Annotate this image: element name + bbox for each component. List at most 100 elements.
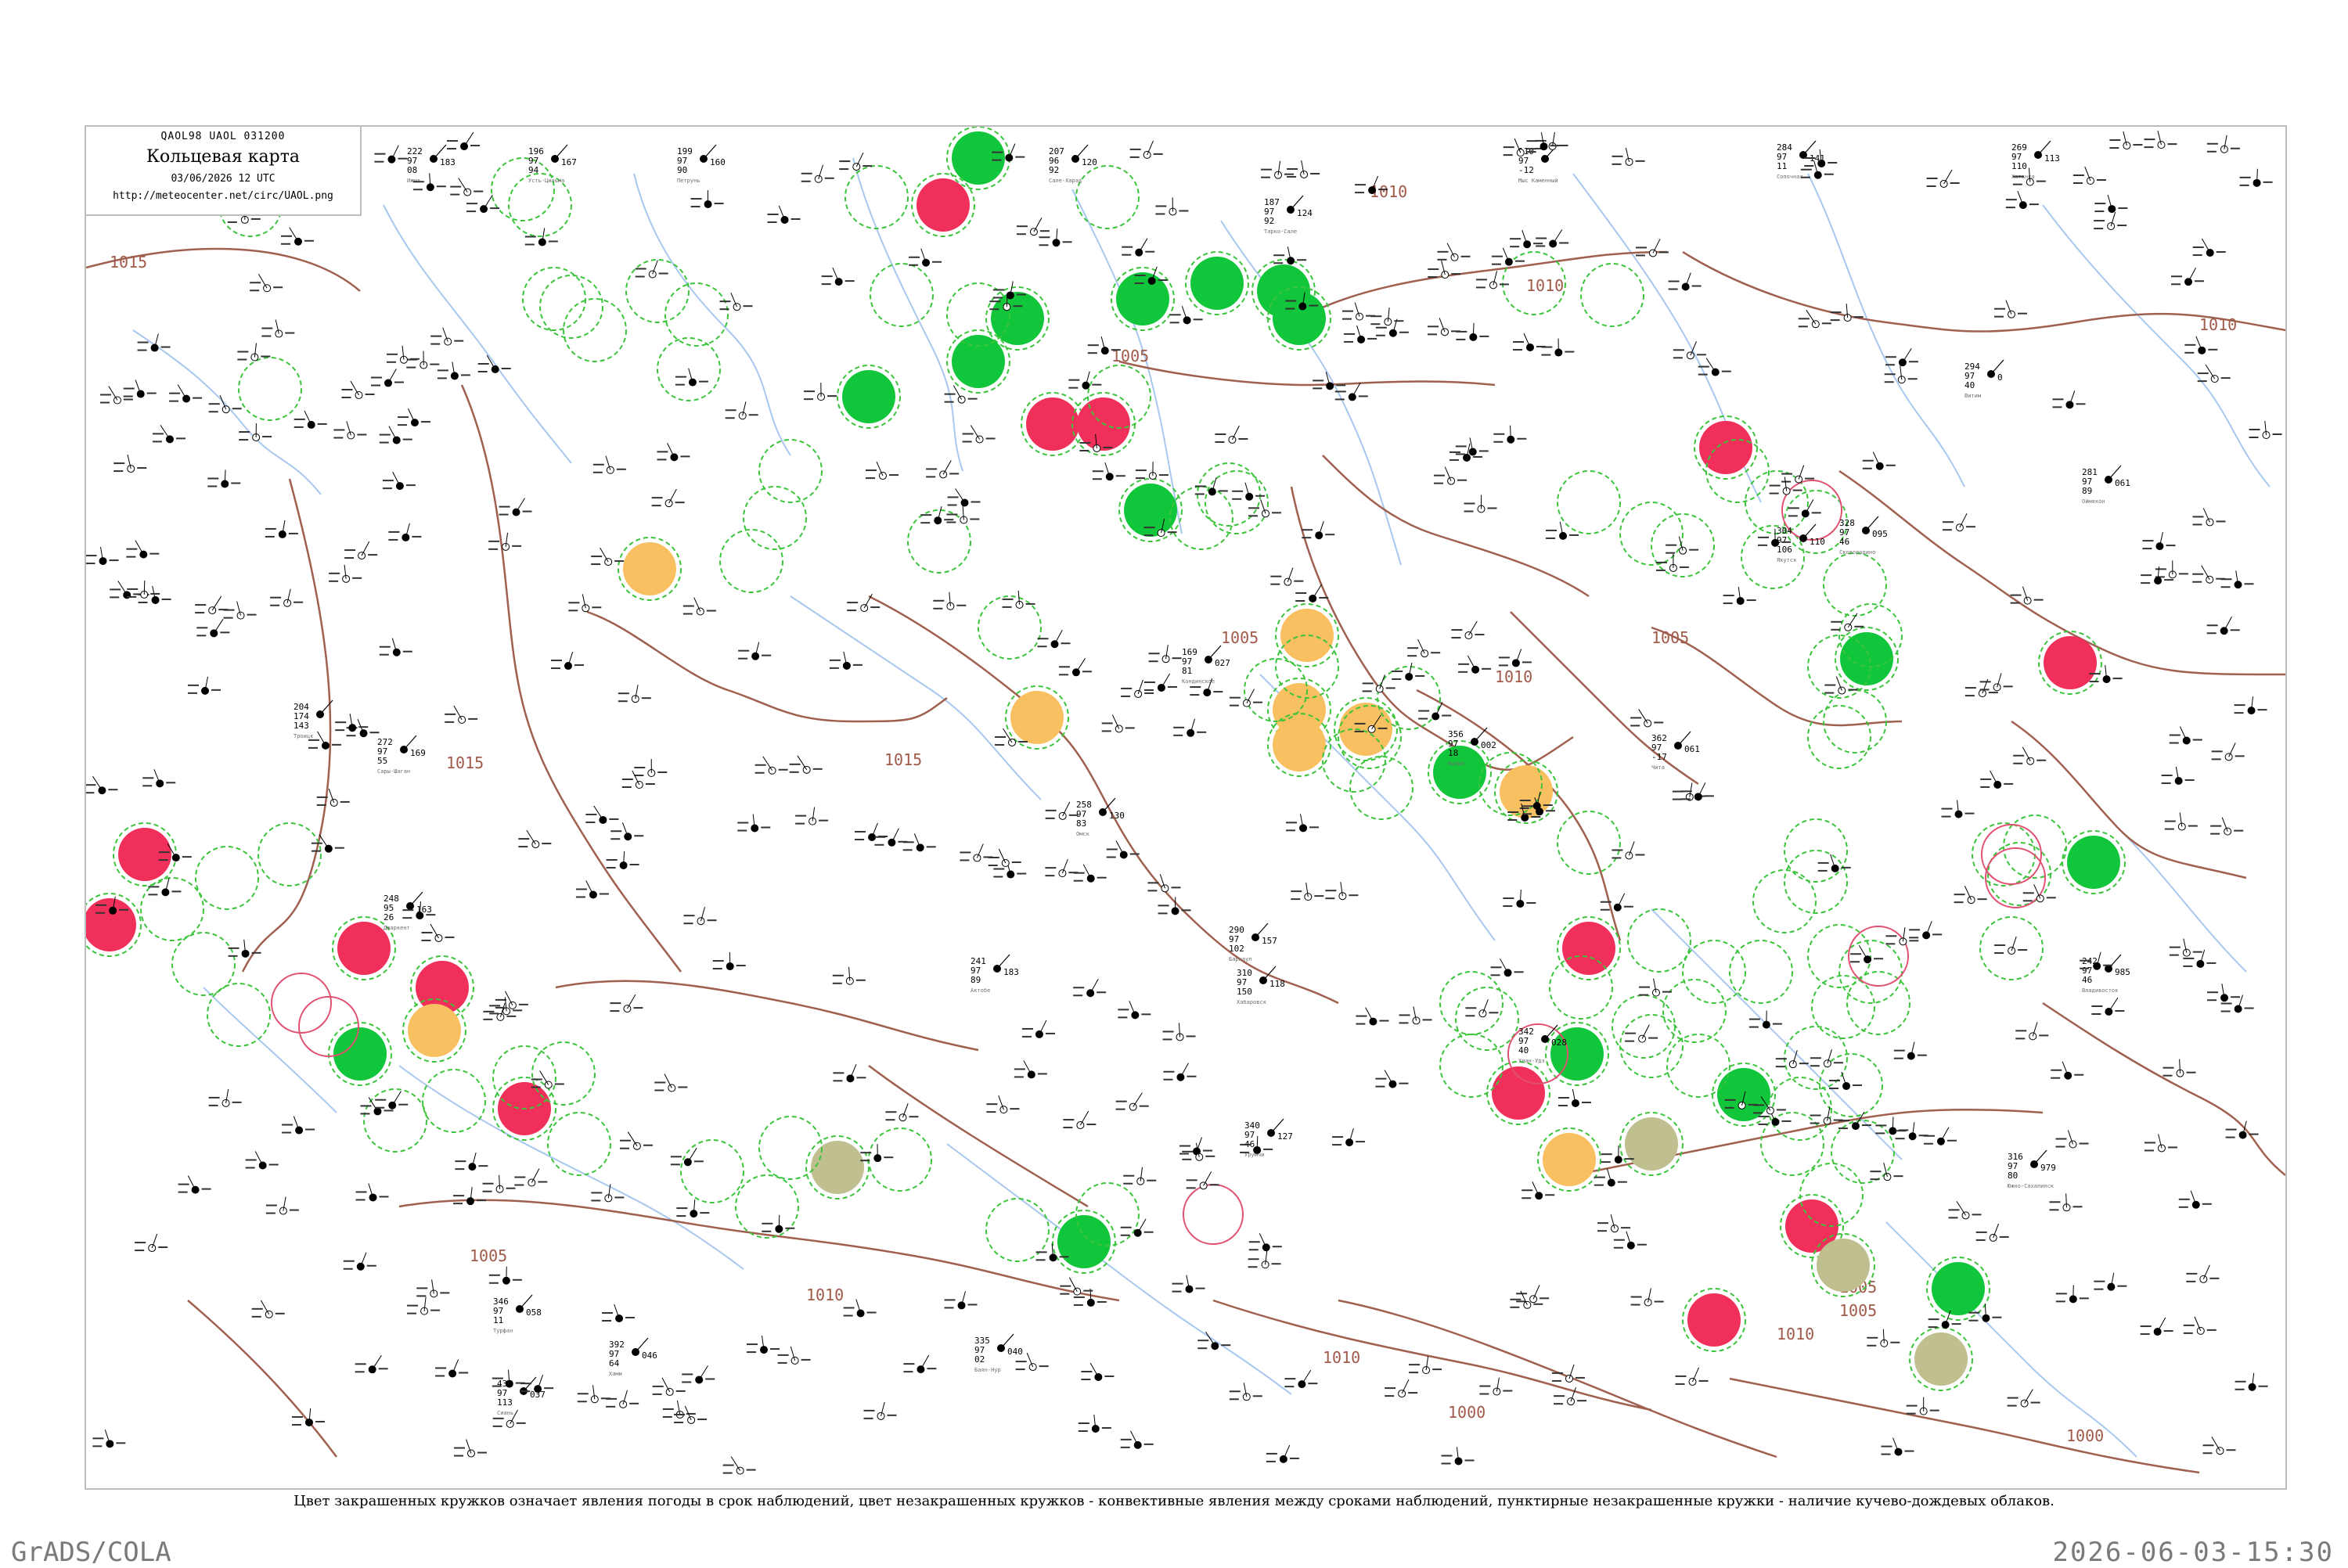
station-marker: [866, 462, 899, 480]
station-marker: [1287, 160, 1320, 178]
station-marker: [610, 822, 643, 840]
station-marker: [720, 293, 753, 311]
station-name: Улан-Удэ: [1518, 1058, 1545, 1064]
station-marker: [576, 880, 609, 898]
station-marker: [1273, 246, 1306, 264]
station-name: Усть-Цильма: [528, 178, 564, 184]
station-marker: [207, 470, 240, 488]
station-marker: [1942, 800, 1975, 818]
station-marker: [768, 206, 801, 224]
station-marker: [1286, 814, 1319, 832]
station-marker: [636, 260, 668, 278]
source-url[interactable]: http://meteocenter.net/circ/UAOL.png: [86, 190, 360, 202]
station-marker: [1130, 141, 1163, 159]
station-marker: [1434, 467, 1467, 485]
station-marker: [1612, 148, 1645, 166]
isobar-label: 1015: [110, 253, 147, 272]
station-marker: [903, 1355, 936, 1373]
station-name: Сары-Шаган: [377, 768, 410, 775]
station-pressure: 127: [1277, 1131, 1293, 1142]
station-marker: [1173, 719, 1206, 737]
station-dewpoint: 92: [1049, 165, 1059, 175]
station-marker: [1122, 239, 1154, 257]
station-marker: [2207, 984, 2240, 1002]
station-marker: [1248, 499, 1281, 517]
station-marker: [1625, 1025, 1658, 1043]
station-marker: [2142, 532, 2175, 550]
station-marker: [1079, 1415, 1111, 1433]
station-marker: [602, 1304, 635, 1322]
station-marker: [341, 381, 374, 399]
station-marker: [963, 425, 996, 443]
station-marker: [2179, 1191, 2212, 1209]
isobar-label: 1010: [1526, 276, 1564, 295]
station-marker: [2198, 365, 2231, 383]
station-marker: [1927, 170, 1960, 187]
station-pressure: 027: [1215, 658, 1230, 668]
station-marker: [2240, 169, 2273, 187]
station-marker: [691, 190, 724, 208]
station-marker: [847, 594, 880, 612]
station-name: Джаркент: [384, 925, 410, 931]
station-marker: [1046, 802, 1079, 820]
station-marker: [1924, 1127, 1957, 1145]
station-marker: [1392, 663, 1424, 681]
timestamp: 2026-06-03-15:30: [2052, 1537, 2334, 1568]
station-marker: [483, 1175, 516, 1193]
station-marker: [1943, 513, 1975, 531]
station-marker: [1102, 714, 1135, 732]
station-marker: [2163, 1059, 2195, 1077]
station-marker: [2193, 239, 2226, 257]
station-marker: [1170, 306, 1203, 324]
station-marker: [387, 346, 420, 364]
station-marker: [1465, 999, 1498, 1017]
station-marker: [398, 408, 430, 426]
station-name: Омск: [1076, 831, 1090, 837]
isobar-label: 1005: [470, 1246, 507, 1265]
station-marker: [1601, 894, 1633, 912]
station-marker: [135, 1234, 167, 1252]
map-canvas: 1015 1010 1005 1000 1010 1005 1010 1005 …: [86, 127, 2285, 1488]
isobar-label: 1015: [884, 750, 922, 769]
isobar-label: 1005: [1221, 628, 1259, 647]
station-marker: [2202, 1437, 2235, 1455]
station-dewpoint: 40: [1518, 1045, 1529, 1056]
station-marker: [514, 1169, 547, 1187]
station-name: Сиань: [497, 1410, 513, 1416]
station-marker: [1248, 1250, 1281, 1268]
station-marker: [1163, 1023, 1196, 1041]
station-marker: [1882, 1438, 1914, 1456]
station-marker: [986, 1095, 1019, 1113]
station-marker: [499, 498, 532, 516]
station-marker: [1516, 1285, 1549, 1303]
station-marker: [926, 460, 959, 478]
station-marker: [2023, 884, 2056, 902]
station-dewpoint: 64: [609, 1358, 620, 1368]
station-marker: [153, 425, 185, 443]
station-marker: [1385, 1379, 1417, 1397]
station-marker: [355, 1355, 388, 1373]
station-marker: [1363, 674, 1395, 692]
station-marker: [188, 677, 221, 695]
station-marker: [281, 228, 314, 246]
station-marker: [86, 776, 117, 794]
isobar-label: 1010: [1495, 667, 1532, 686]
station-marker: [606, 1390, 639, 1408]
station-dewpoint: 11: [1777, 161, 1787, 171]
station-marker: [684, 907, 717, 925]
station-marker: [1325, 882, 1358, 900]
station-dewpoint: 55: [377, 756, 387, 766]
station-marker: [1491, 958, 1524, 976]
station-dewpoint: 83: [1076, 818, 1086, 829]
station-marker: [1558, 1089, 1591, 1107]
station-marker: [2226, 1121, 2259, 1139]
isobar-label: 1010: [806, 1286, 844, 1304]
station-marker: [1870, 1163, 1903, 1181]
